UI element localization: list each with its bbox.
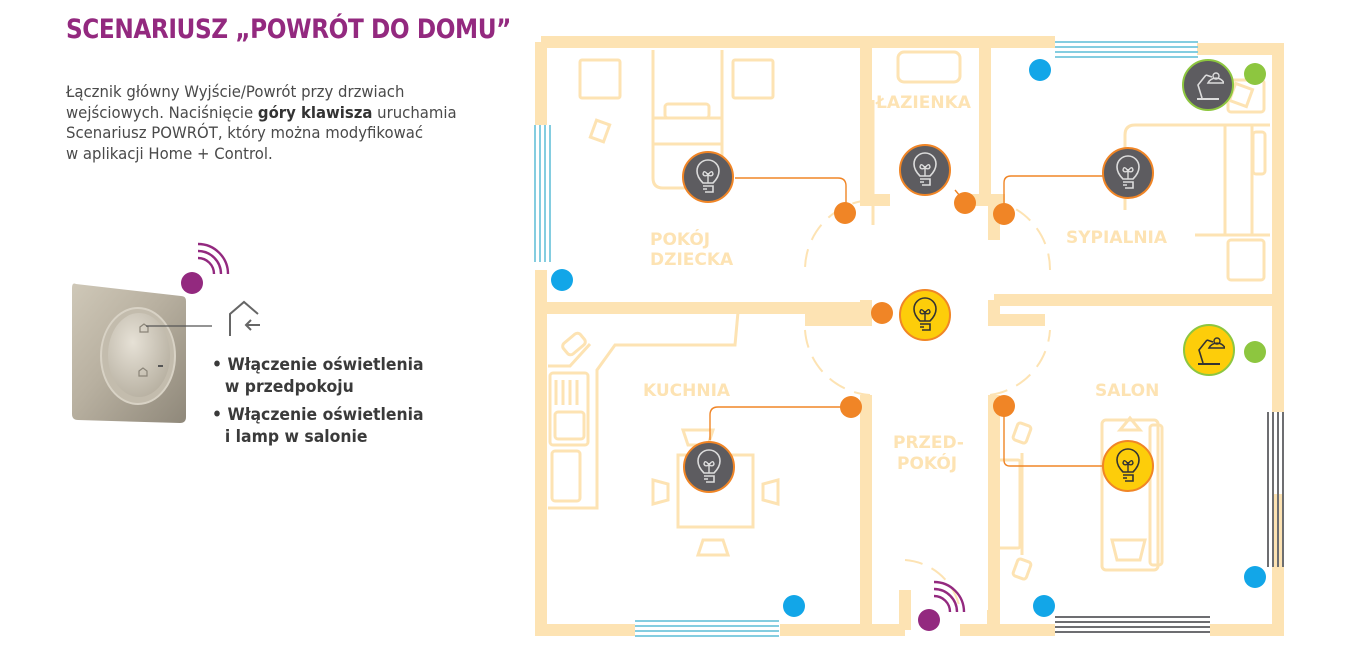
room-label-bathroom: ŁAZIENKA: [875, 93, 972, 113]
room-label-kitchen: KUCHNIA: [643, 381, 731, 401]
socket-dot[interactable]: [1244, 341, 1266, 363]
led-indicator: [158, 365, 163, 367]
scenario-description: Łącznik główny Wyjście/Powrót przy drzwi…: [66, 82, 494, 164]
shutter-dots: [551, 59, 1266, 617]
description-line-2: wejściowych. Naciśnięcie góry klawisza u…: [66, 103, 494, 124]
light-living-room[interactable]: [1102, 440, 1154, 492]
switch-dot[interactable]: [993, 203, 1015, 225]
action-text: Włączenie oświetlenia: [227, 355, 424, 375]
light-bedroom[interactable]: [1102, 147, 1154, 199]
room-label-living-room: SALON: [1095, 381, 1159, 401]
wiring: [709, 175, 1103, 467]
description-line-4: w aplikacji Home + Control.: [66, 143, 273, 163]
switch-dot[interactable]: [954, 192, 976, 214]
main-switch-dot: [181, 272, 203, 294]
home-down-icon: [138, 367, 148, 377]
lamp-bedroom[interactable]: [1182, 59, 1234, 111]
description-bold-text: góry klawisza: [257, 102, 373, 122]
action-text: Włączenie oświetlenia: [227, 405, 424, 425]
action-text: w przedpokoju: [224, 377, 354, 397]
description-line-1: Łącznik główny Wyjście/Powrót przy drzwi…: [66, 82, 405, 101]
room-label-kids-room: DZIECKA: [650, 250, 734, 270]
home-return-icon: [229, 300, 260, 336]
wall-switch[interactable]: [72, 283, 186, 424]
walls: [535, 36, 1284, 636]
socket-dot[interactable]: [1244, 63, 1266, 85]
shutter-dot[interactable]: [1244, 566, 1266, 588]
light-kitchen[interactable]: [683, 441, 735, 493]
shutter-dot[interactable]: [551, 269, 573, 291]
main-switch-dot[interactable]: [918, 609, 940, 631]
light-kids-room[interactable]: [682, 151, 734, 203]
wireless-signal-icon: [933, 580, 966, 613]
windows-blue: [534, 41, 1198, 637]
switch-dot[interactable]: [993, 395, 1015, 417]
shutter-dot[interactable]: [783, 595, 805, 617]
room-label-hall: POKÓJ: [897, 452, 957, 474]
windows-gray: [1055, 412, 1284, 633]
switch-dot[interactable]: [840, 396, 862, 418]
wireless-signal-icon: [197, 242, 230, 275]
description-text: uruchamia: [372, 102, 457, 122]
shutter-dot[interactable]: [1029, 59, 1051, 81]
furniture: [548, 50, 1270, 581]
room-label-bedroom: SYPIALNIA: [1066, 228, 1168, 248]
light-hall[interactable]: [899, 289, 951, 341]
action-text: i lamp w salonie: [224, 427, 368, 447]
page-title: SCENARIUSZ „POWRÓT DO DOMU”: [66, 14, 511, 45]
lamp-living-room[interactable]: [1183, 324, 1235, 376]
door-swings: [803, 199, 1052, 611]
description-line-3: Scenariusz POWRÓT, który można modyfikow…: [66, 123, 424, 142]
switch-dots: [834, 192, 1015, 418]
home-up-icon: [139, 323, 149, 333]
room-label-hall: PRZED-: [893, 433, 964, 453]
switch-dot[interactable]: [834, 202, 856, 224]
light-bathroom[interactable]: [899, 144, 951, 196]
shutter-dot[interactable]: [1033, 595, 1055, 617]
socket-dots: [1244, 63, 1266, 363]
description-text: wejściowych. Naciśnięcie: [66, 102, 258, 122]
room-label-kids-room: POKÓJ: [650, 228, 710, 250]
switch-dot[interactable]: [871, 302, 893, 324]
